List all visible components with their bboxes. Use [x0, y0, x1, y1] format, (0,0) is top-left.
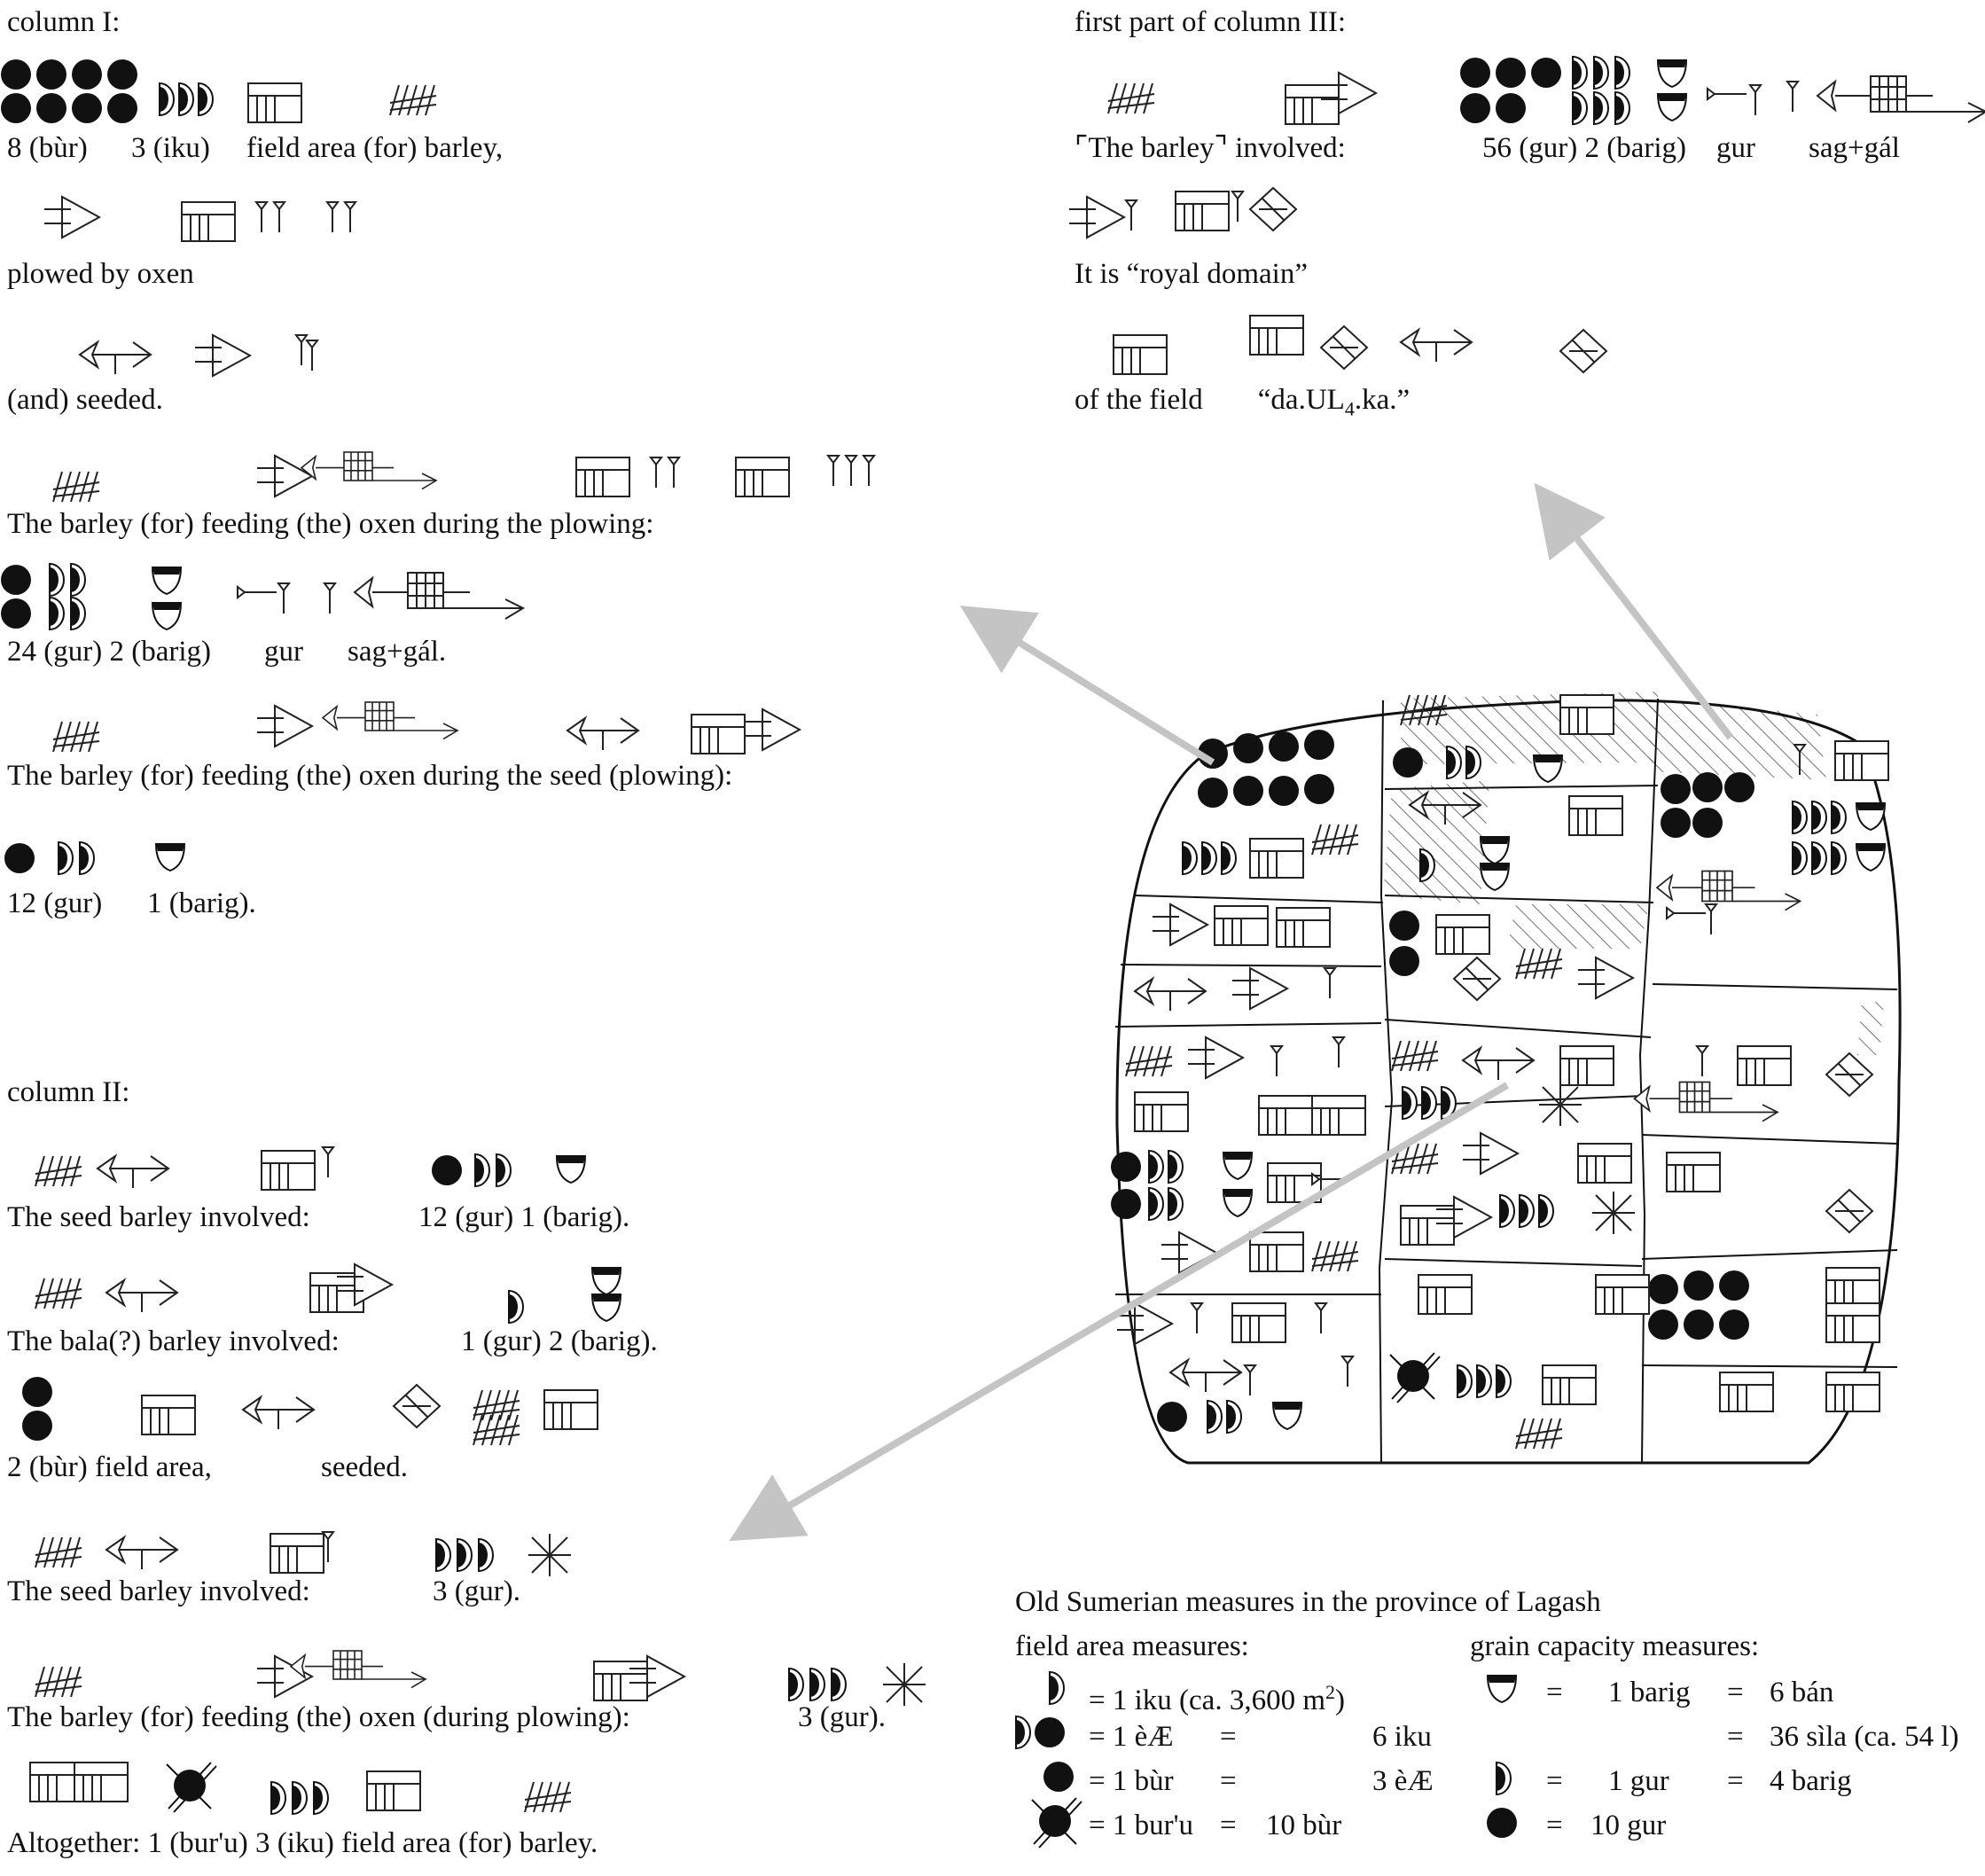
legend-area-heading: field area measures:	[1015, 1630, 1249, 1662]
col2-heading: column II:	[7, 1076, 130, 1108]
gur-56-numerals	[1460, 56, 1630, 125]
col1-line1-b: 3 (iku)	[131, 132, 210, 164]
col3-line3-signs	[1113, 315, 1607, 375]
col1-line1-c: field area (for) barley,	[246, 132, 504, 164]
col1-line4: The barley (for) feeding (the) oxen duri…	[7, 508, 654, 540]
legend-eshe-eq2: =	[1220, 1721, 1237, 1753]
col2-line1-signs	[35, 1146, 586, 1191]
col2-line6: Altogether: 1 (bur'u) 3 (iku) field area…	[7, 1827, 598, 1859]
col2-line5-b: 3 (gur).	[798, 1701, 886, 1733]
col3-line1: ⌜The barley⌝ involved:	[1075, 131, 1346, 165]
col2-line1-a: The seed barley involved:	[7, 1201, 310, 1233]
legend-buru-val: 10 bùr	[1266, 1810, 1342, 1841]
col1-line4-signs	[52, 451, 875, 503]
col1-line2-signs	[43, 196, 356, 242]
col1-line7-a: 12 (gur)	[7, 887, 103, 919]
col1-line6: The barley (for) feeding (the) oxen duri…	[7, 760, 733, 792]
col3-line3-b2: .ka.”	[1354, 384, 1411, 416]
col2-line6-signs	[29, 1762, 572, 1815]
col2-line3-a: 2 (bùr) field area,	[7, 1451, 212, 1483]
col1-line2: plowed by oxen	[7, 258, 194, 290]
col3-line3: of the field “da.UL4.ka.”	[1075, 383, 1410, 426]
tablet-drawing	[1099, 683, 1950, 1485]
legend-barig-eq: =	[1546, 1677, 1563, 1708]
col2-line5-a: The barley (for) feeding (the) oxen (dur…	[7, 1701, 630, 1733]
col3-line1-b: involved:	[1235, 132, 1346, 164]
col2-line4-a: The seed barley involved:	[7, 1575, 310, 1607]
legend-10gur-val: 10 gur	[1590, 1810, 1667, 1841]
legend-iku-eq: = 1 iku (ca. 3,600 m	[1089, 1684, 1325, 1716]
col3-line1-d: gur	[1716, 132, 1755, 164]
col3-line2-signs	[1068, 187, 1297, 238]
col2-line3-b: seeded.	[321, 1451, 409, 1483]
col3-line1-a: The barley	[1088, 132, 1215, 164]
col3-line3-sub: 4	[1344, 397, 1355, 420]
half-bracket-close: ⌝	[1214, 132, 1228, 164]
legend-gur-val: 1 gur	[1608, 1765, 1669, 1797]
col3-line2: It is “royal domain”	[1075, 258, 1309, 290]
legend-bur-eq2: =	[1220, 1765, 1237, 1797]
col2-line4-b: 3 (gur).	[433, 1575, 520, 1607]
legend-barig-val2: 6 bán	[1770, 1677, 1834, 1708]
gur-numerals	[1, 563, 86, 630]
col2-line2-a: The bala(?) barley involved:	[7, 1325, 340, 1357]
col1-line5-signs	[1, 563, 524, 630]
col1-line1-signs	[1, 59, 437, 123]
col1-line3: (and) seeded.	[7, 384, 163, 416]
col1-line7-signs	[4, 841, 185, 875]
legend-gur-eq: =	[1546, 1765, 1563, 1797]
legend-10gur-eq: =	[1546, 1810, 1563, 1841]
col1-line7-b: 1 (barig).	[147, 887, 256, 919]
col2-line5-signs	[35, 1650, 926, 1707]
col1-heading: column I:	[7, 6, 121, 38]
half-bracket-open: ⌜	[1075, 132, 1089, 164]
col3-heading: first part of column III:	[1075, 6, 1347, 38]
legend-gur-eq2: =	[1727, 1765, 1744, 1797]
legend-barig-val: 1 barig	[1608, 1677, 1691, 1708]
legend-barig-eq2: =	[1727, 1677, 1744, 1708]
legend-area-symbols	[1015, 1671, 1082, 1849]
col2-line4-signs	[35, 1531, 572, 1577]
legend-bur-val: 3 èÆ	[1372, 1765, 1434, 1797]
bur-numerals	[1, 59, 137, 123]
legend-iku: = 1 iku (ca. 3,600 m2)	[1089, 1676, 1345, 1717]
barig-numerals	[152, 567, 182, 630]
col3-line3-b1: “da.UL	[1257, 384, 1345, 416]
col1-line1-a: 8 (bùr)	[7, 132, 88, 164]
col2-line1-b: 12 (gur) 1 (barig).	[418, 1201, 630, 1233]
col1-line5-c: sag+gál.	[348, 636, 447, 668]
col2-line2-b: 1 (gur) 2 (barig).	[461, 1325, 658, 1357]
col3-line1-e: sag+gál	[1809, 132, 1900, 164]
legend-iku-sup: 2	[1325, 1681, 1335, 1703]
legend-iku-tail: )	[1334, 1684, 1345, 1716]
legend-bur: = 1 bùr	[1089, 1765, 1174, 1797]
legend-buru: = 1 bur'u	[1089, 1810, 1194, 1841]
legend-title: Old Sumerian measures in the province of…	[1015, 1586, 1601, 1618]
col2-line3-signs	[22, 1377, 598, 1446]
col1-line5-b: gur	[264, 636, 303, 668]
col1-line6-signs	[52, 701, 801, 754]
col3-line1-signs	[1107, 56, 1985, 125]
col3-line3-a: of the field	[1075, 384, 1203, 416]
col3-line1-c: 56 (gur) 2 (barig)	[1482, 132, 1687, 164]
iku-numerals	[159, 82, 214, 116]
legend-grain-heading: grain capacity measures:	[1470, 1630, 1760, 1662]
legend-eshe-val: 6 iku	[1372, 1721, 1432, 1753]
legend-gur-val2: 4 barig	[1770, 1765, 1852, 1797]
legend-eshe: = 1 èÆ	[1089, 1721, 1174, 1753]
legend-sila-val2: 36 sìla (ca. 54 l)	[1770, 1721, 1959, 1753]
col1-line3-signs	[79, 334, 318, 377]
legend-buru-eq2: =	[1220, 1810, 1237, 1841]
col2-line2-signs	[35, 1263, 621, 1324]
legend-sila-eq2: =	[1727, 1721, 1744, 1753]
legend-grain-symbols	[1487, 1675, 1517, 1838]
col1-line5-a: 24 (gur) 2 (barig)	[7, 636, 212, 668]
